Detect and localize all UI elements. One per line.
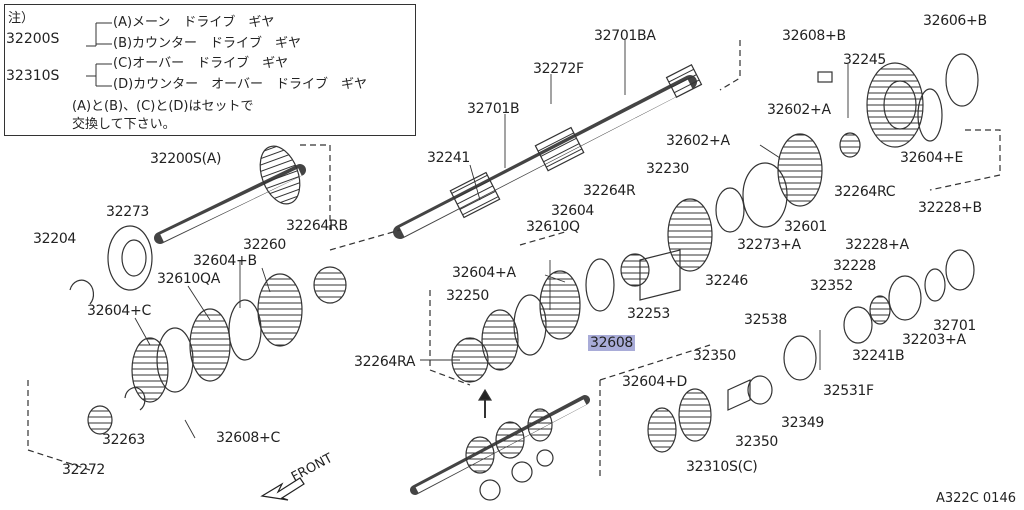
callout-32310s-c[interactable]: 32310S(C) [686,459,758,475]
callout-32701b[interactable]: 32701B [467,101,520,117]
callout-32701ba[interactable]: 32701BA [594,28,656,44]
callout-32250[interactable]: 32250 [446,288,490,304]
note-remark-1: (A)と(B)、(C)と(D)はセットで [72,99,254,114]
callout-32531f[interactable]: 32531F [823,383,874,399]
callout-32228-a[interactable]: 32228+A [845,237,909,253]
callout-32272f[interactable]: 32272F [533,61,584,77]
note-line-a: (A)メーン ドライブ ギヤ [113,15,275,30]
bearing-32273 [107,225,153,291]
callout-32264r[interactable]: 32264R [583,183,636,199]
note-line-c: (C)オーバー ドライブ ギヤ [113,56,289,71]
callout-32245[interactable]: 32245 [843,52,887,68]
callout-32604[interactable]: 32604 [551,203,595,219]
assembled-shaft [410,395,590,501]
note-brackets [86,22,112,87]
note-remark-2: 交換して下さい。 [72,117,176,132]
callout-32349[interactable]: 32349 [781,415,825,431]
diagram-code: A322C 0146 [936,491,1016,506]
callout-32228-b-upper[interactable]: 32228+B [918,200,982,216]
callout-32253[interactable]: 32253 [627,306,671,322]
main-shaft [393,64,703,239]
callout-32230[interactable]: 32230 [646,161,690,177]
callout-32350-upper[interactable]: 32350 [693,348,737,364]
snap-ring-32204 [69,279,95,305]
note-group-2: 32310S [6,68,60,84]
note-line-d: (D)カウンター オーバー ドライブ ギヤ [113,77,368,92]
callout-32601[interactable]: 32601 [784,219,828,235]
callout-32610q[interactable]: 32610Q [526,219,580,235]
overdrive-gear-cluster [647,335,817,453]
callout-32352[interactable]: 32352 [810,278,854,294]
callout-32538[interactable]: 32538 [744,312,788,328]
callout-32246[interactable]: 32246 [705,273,749,289]
callout-32604-e[interactable]: 32604+E [900,150,964,166]
callout-32241b[interactable]: 32241B [852,348,905,364]
gear-32245 [817,53,979,148]
callout-32608-highlighted[interactable]: 32608 [588,335,636,351]
front-arrow-icon [260,477,305,501]
callout-32204[interactable]: 32204 [33,231,77,247]
note-header: 注） [8,11,35,26]
callout-32350-lower[interactable]: 32350 [735,434,779,450]
callout-32701[interactable]: 32701 [933,318,977,334]
callout-32241[interactable]: 32241 [427,150,471,166]
main-drive-gear-shaft [154,144,331,244]
callout-32604-b[interactable]: 32604+B [193,253,257,269]
callout-32602-a-lower[interactable]: 32602+A [666,133,730,149]
callout-32602-a-upper[interactable]: 32602+A [767,102,831,118]
callout-32264rb[interactable]: 32264RB [286,218,348,234]
callout-32608-b[interactable]: 32608+B [782,28,846,44]
callout-32264rc[interactable]: 32264RC [834,184,896,200]
callout-32273-a[interactable]: 32273+A [737,237,801,253]
callout-32228[interactable]: 32228 [833,258,877,274]
callout-32273[interactable]: 32273 [106,204,150,220]
callout-32606-b[interactable]: 32606+B [923,13,987,29]
callout-32263[interactable]: 32263 [102,432,146,448]
leader-lines [134,40,849,439]
callout-32200s-a[interactable]: 32200S(A) [150,151,222,167]
counter-gear-cluster [87,266,347,435]
callout-32604-c[interactable]: 32604+C [87,303,151,319]
note-box [4,4,416,136]
callout-32610qa[interactable]: 32610QA [157,271,221,287]
callout-32604-d[interactable]: 32604+D [622,374,687,390]
note-line-b: (B)カウンター ドライブ ギヤ [113,36,302,51]
callout-32272[interactable]: 32272 [62,462,106,478]
rear-gear-cluster [843,249,975,344]
callout-32604-a[interactable]: 32604+A [452,265,516,281]
callout-32203-a[interactable]: 32203+A [902,332,966,348]
note-group-1: 32200S [6,31,60,47]
callout-32264ra[interactable]: 32264RA [354,354,416,370]
callout-32608-c[interactable]: 32608+C [216,430,280,446]
callout-32260[interactable]: 32260 [243,237,287,253]
